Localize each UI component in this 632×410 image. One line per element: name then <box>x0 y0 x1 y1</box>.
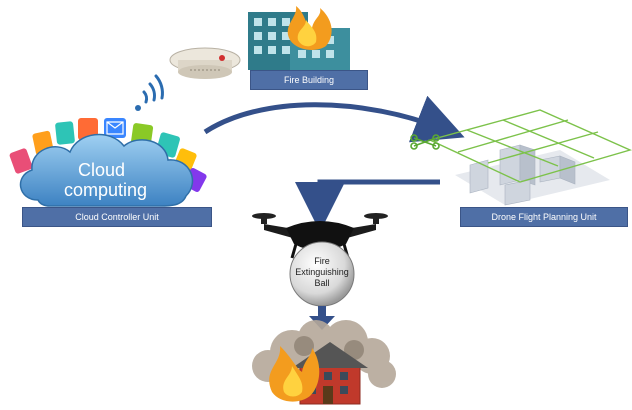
ball-text-line1: Fire <box>314 256 330 266</box>
smoke-detector-icon <box>169 47 241 79</box>
cloud-text-line2: computing <box>64 180 147 200</box>
ball-text-line2: Extinguishing <box>295 267 349 277</box>
drone-flight-planning-icon <box>410 109 632 206</box>
fire-building-label: Fire Building <box>250 70 368 90</box>
cloud-text-line1: Cloud <box>78 160 125 180</box>
fire-building-icon <box>248 6 350 70</box>
app-tiles-icon <box>9 118 207 192</box>
planning-to-drone-arrow <box>295 179 440 232</box>
cloud-to-planning-arrow <box>203 95 465 143</box>
cloud-controller-unit-label: Cloud Controller Unit <box>22 207 212 227</box>
wifi-signal-icon <box>135 74 164 111</box>
small-drone-icon <box>410 134 440 150</box>
ball-text-line3: Ball <box>314 278 329 288</box>
flight-grid <box>427 109 632 183</box>
burning-house-icon <box>252 320 396 405</box>
drone-flight-planning-label: Drone Flight Planning Unit <box>460 207 628 227</box>
fire-extinguishing-ball-icon: Fire Extinguishing Ball <box>289 241 355 307</box>
cloud-computing-icon: Cloud computing <box>9 118 207 207</box>
